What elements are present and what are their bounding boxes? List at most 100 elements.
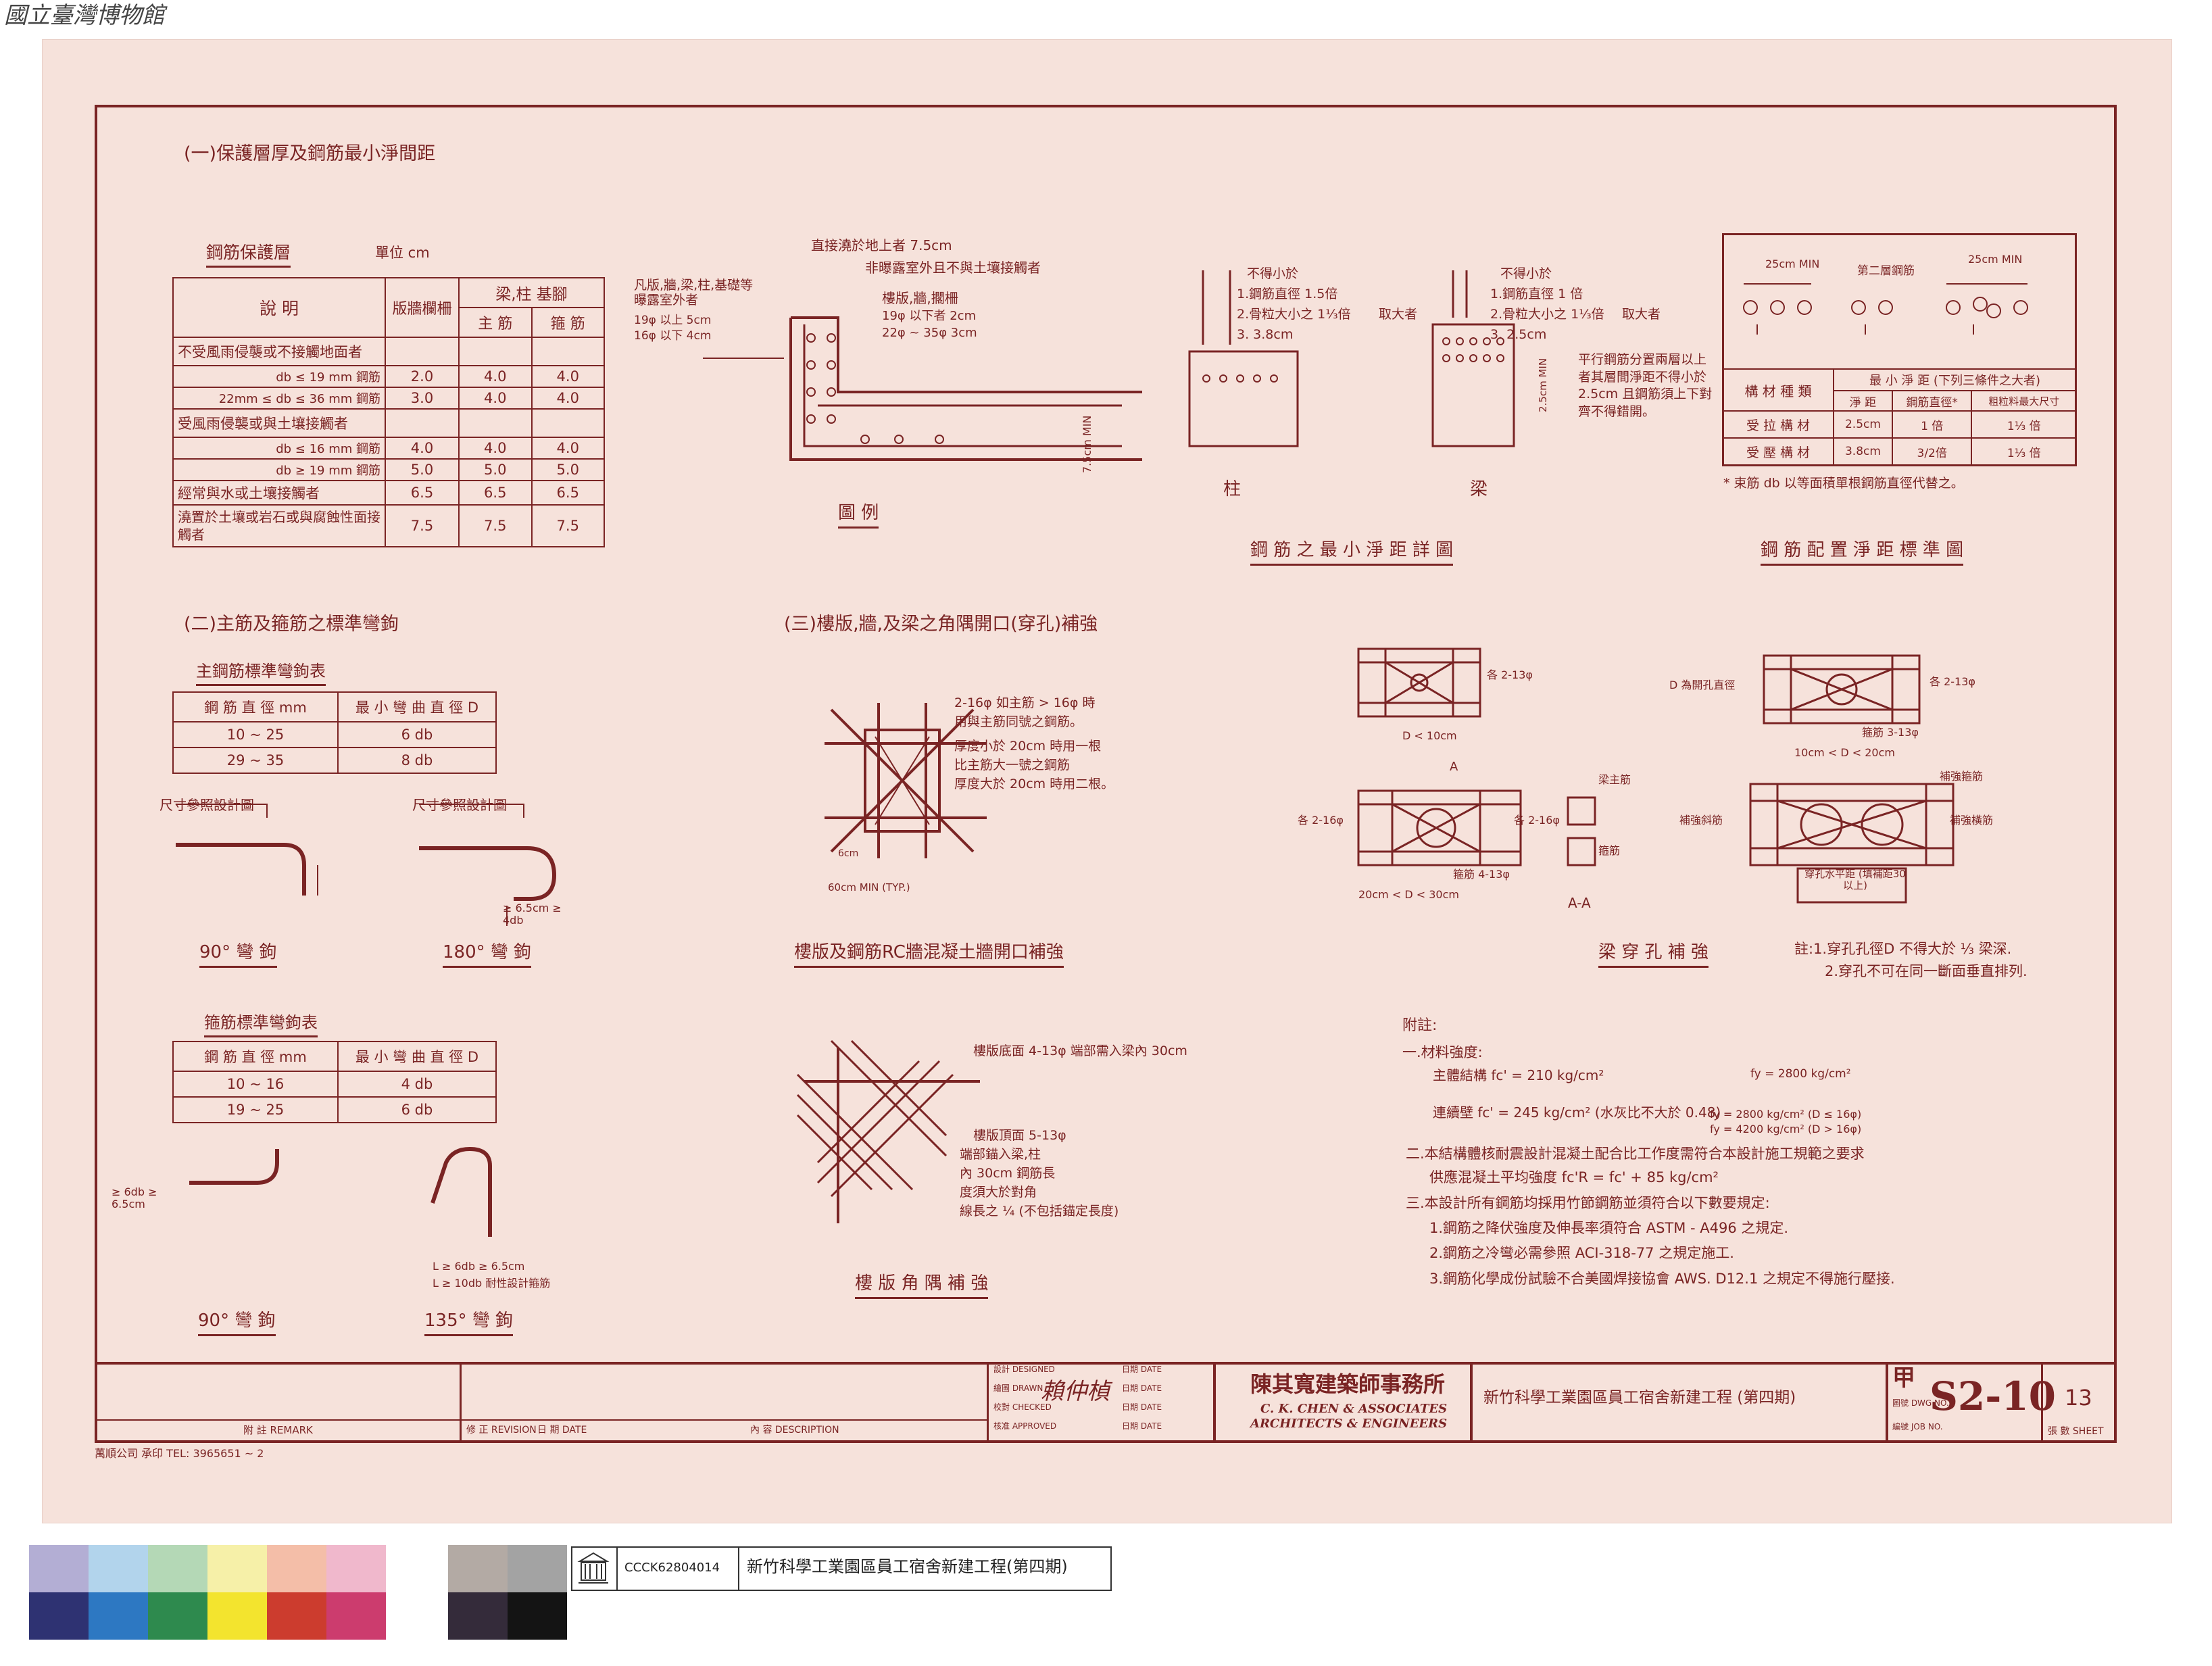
title-block: [95, 1362, 2117, 1443]
notes-line-4: 二.本結構體核耐震設計混凝土配合比工作度需符合本設計施工規範之要求: [1406, 1146, 1865, 1162]
tb-content: 內 容 DESCRIPTION: [750, 1425, 839, 1436]
tb-dwg-no: S2-10: [1930, 1373, 2057, 1419]
std-cell: 1 倍: [1891, 410, 1973, 439]
stirrup-hook-cell: 19 ~ 25: [172, 1096, 339, 1123]
swatch: [267, 1592, 326, 1640]
standard-table: 構 材 種 類 最 小 淨 距 (下列三條件之大者) 淨 距 鋼筋直徑* 粗粒料…: [1722, 368, 2077, 466]
catalog-title: 新竹科學工業園區員工宿舍新建工程(第四期): [747, 1557, 1068, 1576]
stirrup-hook-cell: 6 db: [337, 1096, 497, 1123]
tb-remark: 附 註 REMARK: [243, 1424, 313, 1436]
bh-note-7: 各 2-16φ: [1298, 814, 1344, 827]
bh-note-13: A-A: [1568, 895, 1591, 911]
cover-cell: 4.0: [531, 365, 605, 388]
tb-date-1: 日期 DATE: [1122, 1365, 1162, 1374]
main-hook-cell: 29 ~ 35: [172, 747, 339, 774]
tb-date: 日 期 DATE: [537, 1425, 587, 1436]
example-drawing: [703, 316, 1142, 461]
std-cell: 1⅓ 倍: [1971, 437, 2077, 466]
tb-date-4: 日期 DATE: [1122, 1421, 1162, 1431]
swatch: [448, 1592, 508, 1640]
tb-revision: 修 正 REVISION: [466, 1425, 537, 1436]
hook-ref-1: 尺寸參照設計圖: [159, 797, 254, 813]
cover-row-label: 不受風雨侵襲或不接觸地面者: [172, 337, 386, 366]
notes-title: 附註:: [1402, 1017, 1437, 1034]
stirrup-hook-table-title: 箍筋標準彎鉤表: [204, 1013, 318, 1037]
cover-row-label: 經常與水或土壤接觸者: [172, 480, 386, 506]
catalog-divider: [738, 1546, 739, 1591]
swatch: [326, 1592, 386, 1640]
example-note-8: 16φ 以下 4cm: [634, 329, 712, 343]
cover-cell: 7.5: [458, 504, 533, 547]
cover-cell: [531, 408, 605, 438]
bh-note-10: 20cm < D < 30cm: [1358, 888, 1459, 901]
cover-cell: 3.0: [385, 387, 460, 410]
col-note-4: 3. 3.8cm: [1237, 327, 1294, 342]
beam-note-4: 3. 2.5cm: [1490, 327, 1547, 342]
opening-note-4: 比主筋大一號之鋼筋: [954, 758, 1071, 773]
stirrup-hook-cell: 10 ~ 16: [172, 1071, 339, 1098]
bh-note-4: 各 2-13φ: [1930, 675, 1975, 688]
corner-drawing: [796, 1039, 980, 1223]
std-head-dia: 鋼筋直徑*: [1891, 390, 1973, 412]
standard-top-1: 25cm MIN: [1765, 258, 1820, 270]
col-note-2: 1.鋼筋直徑 1.5倍: [1237, 287, 1338, 301]
spacing-drawing: [1188, 270, 1515, 447]
bh-note-6: 10cm < D < 20cm: [1794, 746, 1895, 759]
beam-note-2: 1.鋼筋直徑 1 倍: [1490, 287, 1583, 301]
cover-cell: 5.0: [531, 458, 605, 481]
tb-mark: 甲: [1892, 1365, 1915, 1392]
col-label: 柱: [1223, 479, 1242, 499]
beamhole-caption: 梁 穿 孔 補 強: [1598, 942, 1709, 968]
beamhole-drawing: [1357, 647, 1955, 904]
example-note-6: 凡版,牆,梁,柱,基礎等曝露室外者: [634, 278, 754, 308]
cover-cell: [385, 337, 460, 366]
cover-cell: 6.5: [385, 480, 460, 506]
hook-90b-bar: [189, 1149, 279, 1185]
cover-table: 說 明 版牆欄柵 梁,柱 基腳 主 筋 箍 筋 不受風雨侵襲或不接觸地面者 db…: [172, 277, 605, 547]
bh-note-8: 各 2-16φ: [1514, 814, 1560, 827]
tb-drawn: 繪圖 DRAWN: [993, 1383, 1043, 1393]
tb-designed: 設計 DESIGNED: [993, 1365, 1055, 1374]
cover-cell: 4.0: [458, 437, 533, 460]
bh-note-5: 箍筋 3-13φ: [1862, 726, 1919, 739]
std-cell: 受 壓 構 材: [1722, 437, 1834, 466]
cover-cell: 2.0: [385, 365, 460, 388]
cover-cell: 6.5: [458, 480, 533, 506]
tb-dwg-label: 圖號 DWG NO.: [1892, 1398, 1949, 1408]
stirrup-hook-head: 鋼 筋 直 徑 mm: [172, 1041, 339, 1072]
col-note-1: 不得小於: [1247, 266, 1299, 281]
swatch: [89, 1545, 148, 1592]
tb-date-2: 日期 DATE: [1122, 1383, 1162, 1393]
opening-drawing: [825, 703, 987, 858]
notes-line-6: 三.本設計所有鋼筋均採用竹節鋼筋並須符合以下數要規定:: [1406, 1195, 1770, 1211]
cover-row-label: 澆置於土壤或岩石或與腐蝕性面接觸者: [172, 504, 386, 547]
cover-row-label: 受風雨侵襲或與土壤接觸者: [172, 408, 386, 438]
hook-180-bar: [419, 846, 557, 901]
cover-row-label: db ≤ 19 mm 鋼筋: [172, 365, 386, 388]
cover-cell: 5.0: [385, 458, 460, 481]
bh-note-12: 箍筋: [1598, 844, 1621, 857]
cover-row-label: 22mm ≤ db ≤ 36 mm 鋼筋: [172, 387, 386, 410]
notes-line-2b: fy = 2800 kg/cm²: [1750, 1067, 1851, 1081]
swatch: [207, 1592, 267, 1640]
beam-note-5: 取大者: [1622, 307, 1661, 322]
std-cell: 3.8cm: [1833, 437, 1893, 466]
tb-firm-en-2: ARCHITECTS & ENGINEERS: [1250, 1417, 1448, 1431]
bh-note-15: 補強箍筋: [1940, 770, 1984, 783]
tb-divider-2: [987, 1362, 989, 1443]
std-head-type: 構 材 種 類: [1722, 368, 1834, 412]
tb-divider-5: [1886, 1362, 1888, 1443]
standard-top-2: 第二層鋼筋: [1857, 264, 1915, 278]
stirrup-hook-cell: 4 db: [337, 1071, 497, 1098]
swatch: [148, 1545, 207, 1592]
opening-note-1: 2-16φ 如主筋 > 16φ 時: [954, 695, 1096, 710]
notes-line-3c: fy = 4200 kg/cm² (D > 16φ): [1710, 1123, 1862, 1135]
hook-135-caption: 135° 彎 鉤: [424, 1310, 514, 1336]
bh-note-16: 補強斜筋: [1679, 814, 1723, 827]
tb-firm-cn: 陳其寬建築師事務所: [1250, 1371, 1446, 1397]
std-cell: 受 拉 構 材: [1722, 410, 1834, 439]
hook-90-caption: 90° 彎 鉤: [199, 942, 277, 968]
std-head-clear: 淨 距: [1833, 390, 1893, 412]
